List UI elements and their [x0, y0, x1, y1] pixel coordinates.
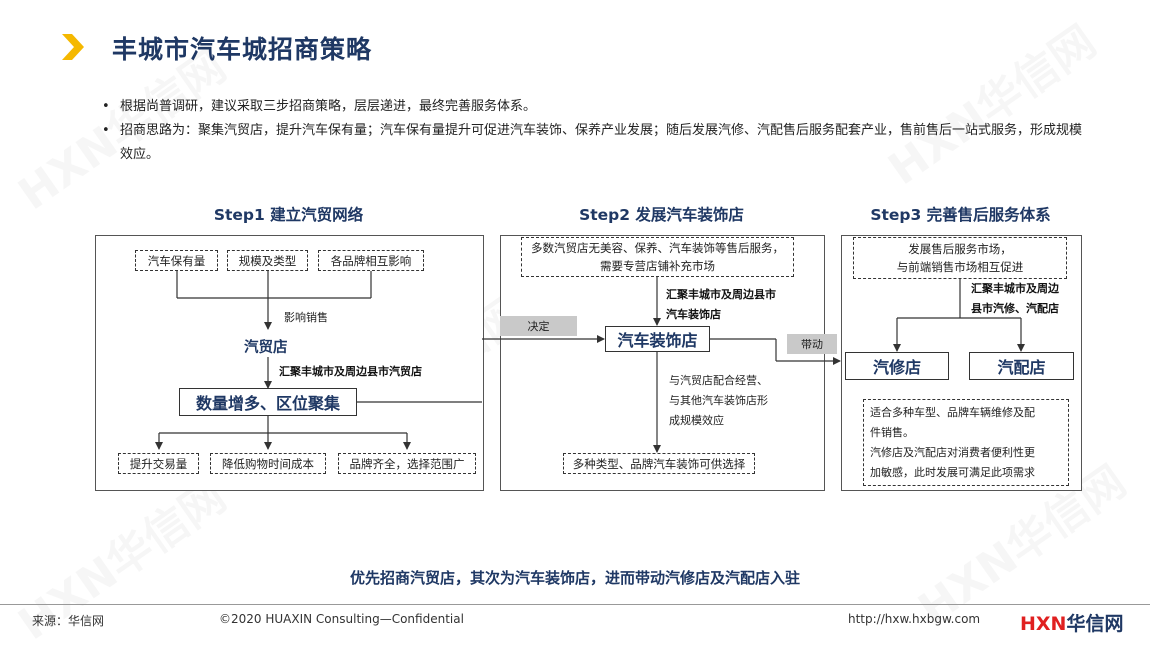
step2-top-box: 多数汽贸店无美容、保养、汽车装饰等售后服务， 需要专营店铺补充市场: [521, 237, 794, 277]
step3-desc-line: 件销售。: [870, 426, 914, 439]
step1-title: Step1 建立汽贸网络: [213, 206, 364, 224]
step2-desc-line: 与汽贸店配合经营、: [669, 374, 768, 387]
brand-logo: HXN华信网: [1020, 609, 1123, 636]
step2-title: Step2 发展汽车装饰店: [579, 206, 744, 224]
bullet-item: • 根据尚普调研，建议采取三步招商策略，层层递进，最终完善服务体系。: [102, 95, 1102, 119]
step3-note-line: 汇聚丰城市及周边: [971, 282, 1059, 295]
step2-desc-line: 与其他汽车装饰店形: [669, 394, 768, 407]
step2-desc-line: 成规模效应: [669, 414, 724, 427]
step3-note-line: 县市汽修、汽配店: [971, 302, 1059, 315]
footer-copyright: ©2020 HUAXIN Consulting—Confidential: [219, 612, 464, 626]
step2-top-line: 需要专营店铺补充市场: [600, 259, 715, 273]
step3-note: 汇聚丰城市及周边 县市汽修、汽配店: [971, 279, 1059, 319]
step1-main-box: 数量增多、区位聚集: [179, 388, 357, 416]
bullet-text: 根据尚普调研，建议采取三步招商策略，层层递进，最终完善服务体系。: [120, 99, 537, 114]
step3-desc-line: 加敏感，此时发展可满足此项需求: [870, 466, 1035, 479]
step1-bottom-box: 品牌齐全，选择范围广: [338, 453, 476, 474]
footer-url[interactable]: http://hxw.hxbgw.com: [848, 612, 981, 626]
step2-note: 汇聚丰城市及周边县市 汽车装饰店: [666, 285, 776, 325]
footer-source: 来源：华信网: [32, 614, 105, 628]
step2-desc: 与汽贸店配合经营、 与其他汽车装饰店形 成规模效应: [669, 371, 768, 431]
step1-top-box: 汽车保有量: [135, 250, 218, 271]
logo-latin: HXN: [1020, 613, 1067, 635]
step3-desc-box: 适合多种车型、品牌车辆维修及配 件销售。 汽修店及汽配店对消费者便利性更 加敏感…: [863, 399, 1069, 486]
bullet-item: • 招商思路为：聚集汽贸店，提升汽车保有量；汽车保有量提升可促进汽车装饰、保养产…: [102, 119, 1092, 167]
step1-bottom-box: 降低购物时间成本: [210, 453, 326, 474]
step2-panel: [500, 235, 825, 491]
conclusion-text: 优先招商汽贸店，其次为汽车装饰店，进而带动汽修店及汽配店入驻: [349, 569, 800, 587]
chevron-right-icon: [62, 34, 84, 60]
step2-top-line: 多数汽贸店无美容、保养、汽车装饰等售后服务，: [531, 241, 784, 255]
step3-desc-line: 汽修店及汽配店对消费者便利性更: [870, 446, 1035, 459]
step1-bottom-box: 提升交易量: [118, 453, 199, 474]
step3-left-box: 汽修店: [845, 352, 949, 380]
step3-top-line: 发展售后服务市场，: [908, 242, 1012, 256]
step3-right-box: 汽配店: [969, 352, 1074, 380]
step3-top-box: 发展售后服务市场， 与前端销售市场相互促进: [853, 237, 1067, 279]
step3-desc-line: 适合多种车型、品牌车辆维修及配: [870, 406, 1035, 419]
step1-node-note: 汇聚丰城市及周边县市汽贸店: [279, 365, 422, 378]
step3-title: Step3 完善售后服务体系: [870, 206, 1051, 224]
link-label-drive: 带动: [787, 334, 837, 354]
step1-top-box: 各品牌相互影响: [318, 250, 424, 271]
page-title: 丰城市汽车城招商策略: [112, 35, 373, 64]
step2-note-line: 汽车装饰店: [666, 308, 721, 321]
step2-note-line: 汇聚丰城市及周边县市: [666, 288, 776, 301]
logo-cjk: 华信网: [1066, 613, 1124, 635]
bullet-dot: •: [102, 123, 110, 138]
bullet-dot: •: [102, 99, 110, 114]
link-label-decide: 决定: [500, 316, 577, 336]
bullet-text: 招商思路为：聚集汽贸店，提升汽车保有量；汽车保有量提升可促进汽车装饰、保养产业发…: [120, 123, 1083, 162]
step1-node-qimaodian: 汽贸店: [244, 340, 288, 356]
footer-divider: [0, 604, 1150, 605]
step2-bottom-box: 多种类型、品牌汽车装饰可供选择: [563, 453, 755, 474]
step2-main-box: 汽车装饰店: [605, 326, 710, 352]
step1-top-box: 规模及类型: [227, 250, 308, 271]
step1-arrow-label: 影响销售: [284, 311, 328, 324]
step3-top-line: 与前端销售市场相互促进: [896, 260, 1024, 274]
